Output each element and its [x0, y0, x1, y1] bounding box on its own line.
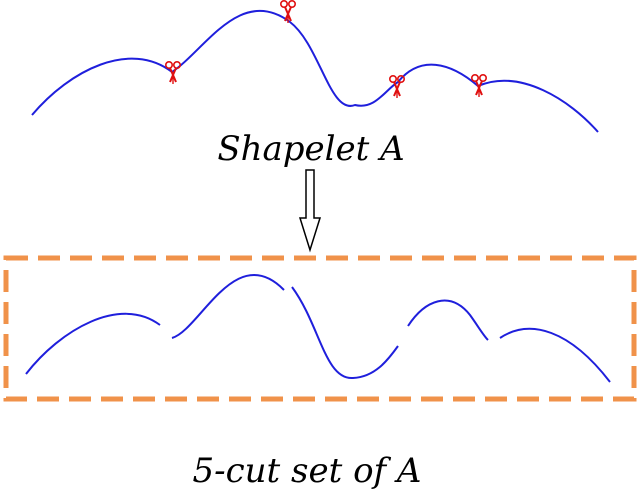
segment-4 — [407, 299, 489, 341]
cut-set-box — [3, 255, 637, 402]
top-caption: Shapelet A — [217, 129, 404, 169]
shapelet-curve — [31, 9, 599, 133]
segment-2 — [171, 273, 285, 339]
down-arrow-icon — [298, 169, 322, 253]
segment-5 — [499, 327, 611, 383]
scissors-icon — [279, 0, 297, 25]
segment-3 — [291, 286, 399, 380]
scissors-icon — [164, 60, 182, 85]
scissors-icon — [470, 73, 488, 98]
segment-1 — [25, 312, 161, 375]
bottom-caption: 5-cut set of A — [193, 451, 422, 491]
